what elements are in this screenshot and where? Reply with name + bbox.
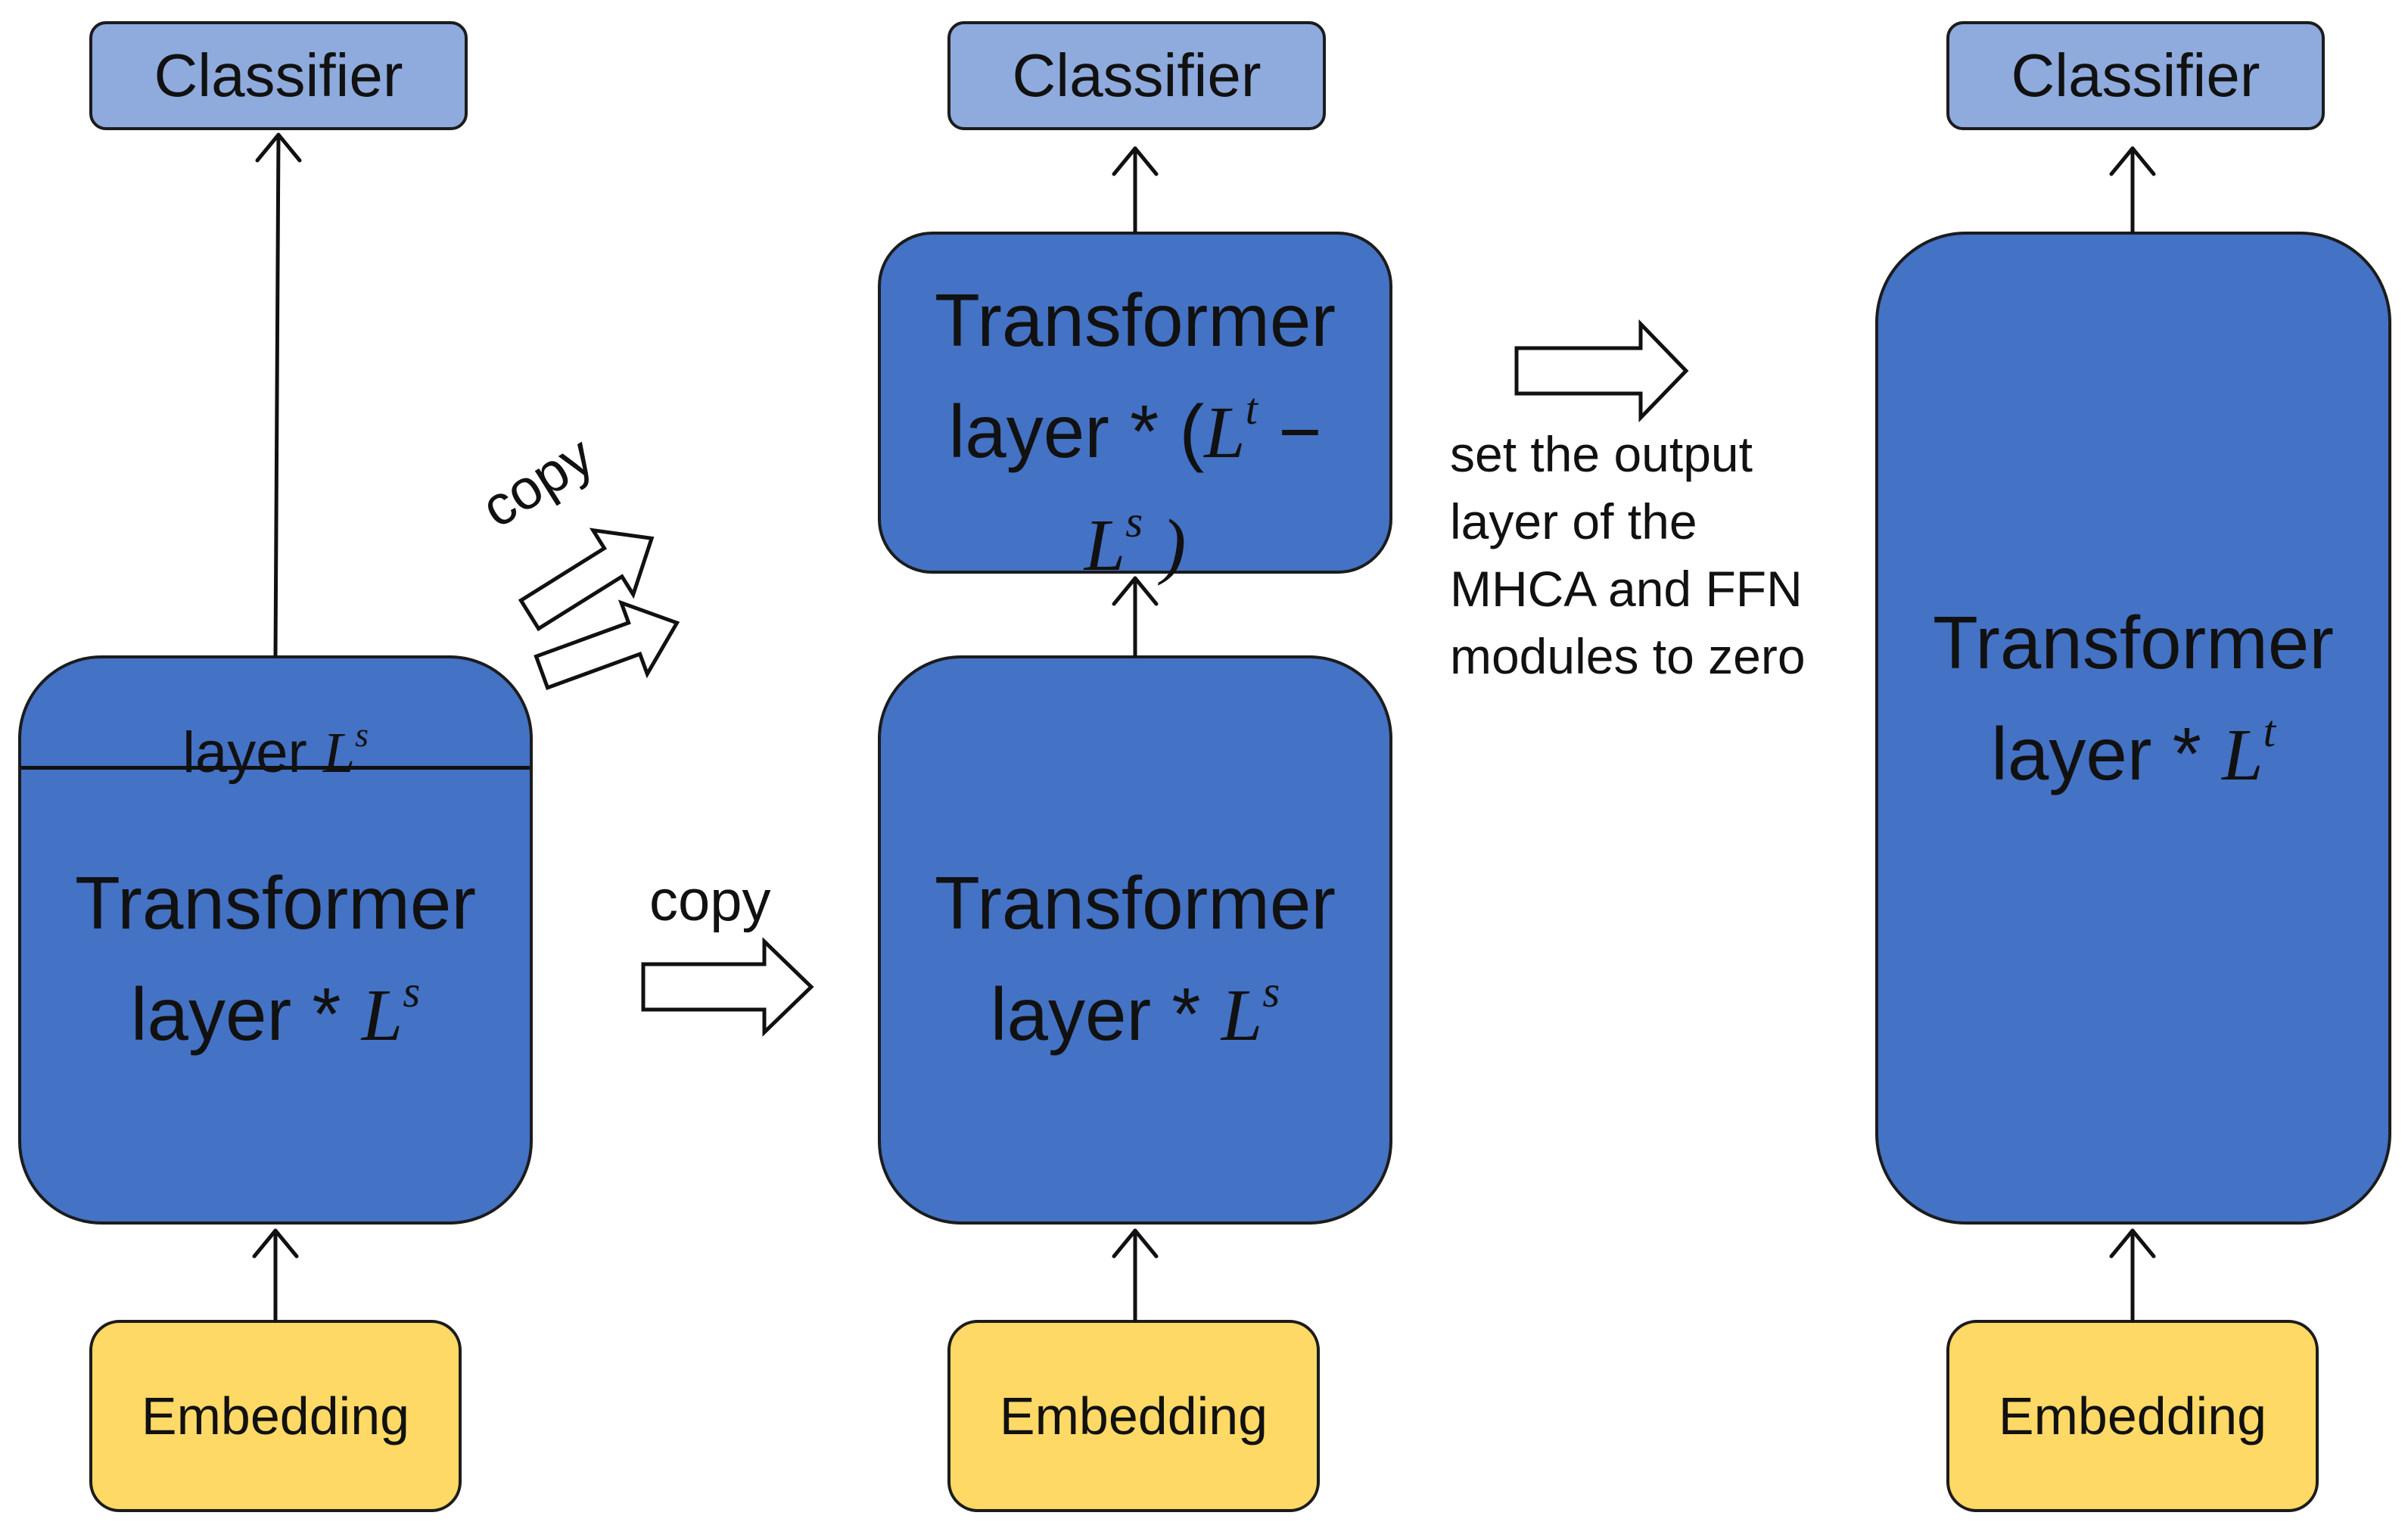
classifier-box-3: Classifier xyxy=(1946,21,2325,130)
embedding-box-2: Embedding xyxy=(947,1320,1320,1512)
embedding-box-3: Embedding xyxy=(1946,1320,2319,1512)
top-layer-label: layer Ls xyxy=(182,715,369,786)
diagonal-copy-arrow-2 xyxy=(534,599,680,690)
diagonal-copy-arrow-1 xyxy=(518,527,655,632)
arrow-lower-to-upper-block xyxy=(1112,576,1159,658)
classifier-box-1: Classifier xyxy=(89,21,468,130)
transformer-block-student: layer Ls Transformer layer * Ls xyxy=(18,655,533,1225)
classifier-label: Classifier xyxy=(1012,42,1262,109)
copy-label-horizontal: copy xyxy=(649,869,771,933)
embedding-box-1: Embedding xyxy=(89,1320,462,1512)
embedding-label: Embedding xyxy=(999,1386,1268,1446)
transformer-label: Transformer layer * Ls xyxy=(74,861,476,1057)
classifier-label: Classifier xyxy=(154,42,403,109)
arrow-embedding-to-block-3 xyxy=(2109,1228,2156,1322)
arrow-embedding-to-block-2 xyxy=(1112,1228,1159,1322)
classifier-box-2: Classifier xyxy=(947,21,1326,130)
transformer-block-teacher: Transformer layer * Lt xyxy=(1875,232,2391,1225)
transformer-label: Transformer layer * Lt xyxy=(1932,601,2334,797)
added-layers-label: Transformer layer * (Lt − Ls ) xyxy=(934,279,1336,587)
annotation-text: set the output layer of the MHCA and FFN… xyxy=(1450,426,1806,684)
embedding-label: Embedding xyxy=(141,1386,410,1446)
classifier-label: Classifier xyxy=(2011,42,2260,109)
arrow-block-to-classifier-2 xyxy=(1112,146,1159,234)
top-layer-divider xyxy=(21,766,530,770)
embedding-label: Embedding xyxy=(1998,1386,2267,1446)
arrow-block-to-classifier-3 xyxy=(2109,146,2156,234)
arrow-block-to-classifier-1 xyxy=(255,132,302,658)
transformer-label: Transformer layer * Ls xyxy=(934,861,1336,1057)
arrow-embedding-to-block-1 xyxy=(252,1228,299,1322)
transformer-block-added: Transformer layer * (Lt − Ls ) xyxy=(878,232,1392,587)
transformer-block-copied: Transformer layer * Ls xyxy=(878,655,1392,1225)
transform-block-arrow xyxy=(1514,319,1689,423)
copy-block-arrow xyxy=(641,937,814,1037)
